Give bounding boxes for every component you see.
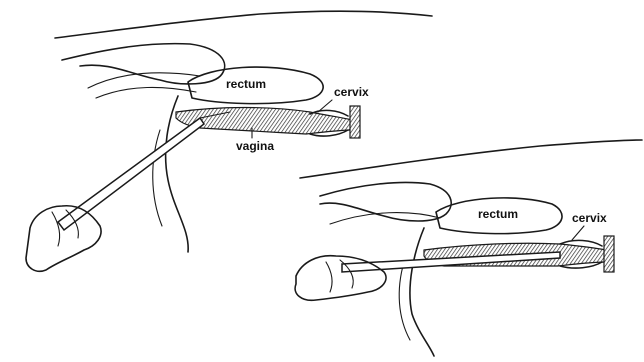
panel-2-label-cervix: cervix xyxy=(572,212,607,224)
panel-2-label-rectum: rectum xyxy=(478,208,518,220)
panel-2-cow-tail-fold xyxy=(320,183,451,222)
panel-1-cow-back xyxy=(55,11,432,38)
panel-2-cow-back xyxy=(300,140,642,178)
panel-1-drawing xyxy=(26,11,432,271)
panel-1-hand xyxy=(26,206,101,272)
panel-1-label-rectum: rectum xyxy=(226,78,266,90)
panel-1-label-vagina: vagina xyxy=(236,140,274,152)
panel-2-body-contour xyxy=(410,228,434,356)
panel-2-drawing xyxy=(295,140,642,356)
panel-1-label-cervix: cervix xyxy=(334,86,369,98)
panel-2-cervix-leader xyxy=(572,226,584,240)
panel-1-uterus-wall xyxy=(350,106,360,138)
panel-2-arm-lines xyxy=(330,213,440,224)
panel-1-body-contour-2 xyxy=(153,130,162,226)
panel-1-cow-tail-fold xyxy=(62,44,225,84)
panel-1-pipette xyxy=(58,118,204,230)
panel-2-body-contour-2 xyxy=(399,262,410,340)
panel-2-uterus-wall xyxy=(604,236,614,272)
